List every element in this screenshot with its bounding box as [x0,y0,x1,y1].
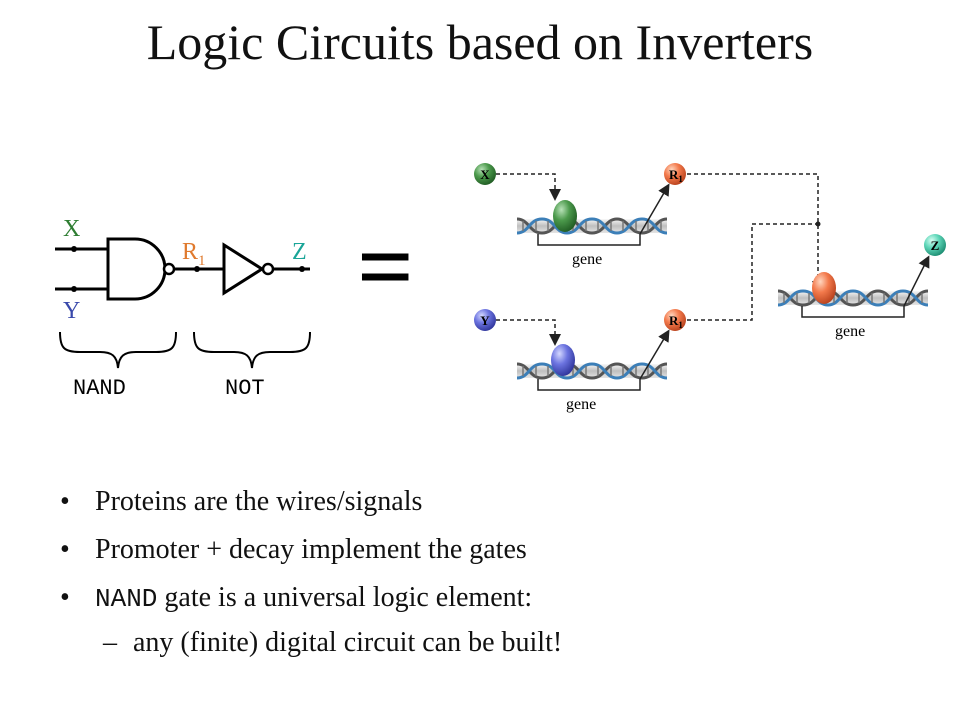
inverter-triangle [222,242,265,296]
label-z: Z [292,239,307,265]
z-node [299,266,305,272]
diagram-canvas: X Y R1 Z NAND NOT = gene X R1 [55,163,946,413]
sub-bullet-item: –any (finite) digital circuit can be bui… [60,626,940,666]
protein-z-label: Z [931,238,940,253]
r1-node [194,266,200,272]
sub-bullet-text: any (finite) digital circuit can be buil… [133,627,563,658]
y-promoter-blob [551,344,575,376]
x-node [71,246,77,252]
and-gate-body [106,237,167,301]
not-label: NOT [225,376,265,401]
gene-bracket-2 [537,379,641,391]
protein-z-icon [924,234,946,256]
protein-y-icon [474,309,496,331]
protein-r1-label-1: R1 [669,167,683,184]
bullet-item-3: • NAND gate is a universal logic element… [60,578,940,626]
logic-gate-schematic: X Y R1 Z NAND NOT [55,216,311,401]
bullet-item-2: • Promoter + decay implement the gates [60,530,940,578]
label-y: Y [63,298,80,324]
protein-r1-icon-2 [664,309,686,331]
not-brace [193,331,311,369]
nand-bubble [162,262,176,276]
y-node [71,286,77,292]
bullet-symbol: • [60,582,70,613]
bullet-symbol: • [60,534,70,565]
gene-label-2: gene [566,396,596,413]
x-promoter-blob [553,200,577,232]
gene-label-1: gene [572,251,602,268]
label-r1: R1 [182,239,206,269]
r1-production-arrow-1 [639,183,670,235]
r1-to-z-arrow-2 [687,223,818,321]
sub-bullet-dash: – [103,627,117,658]
protein-r1-label-2: R1 [669,313,683,330]
gene-label-3: gene [835,323,865,340]
x-binding-arrow [496,173,561,201]
bullet-item-1: • Proteins are the wires/signals [60,482,940,530]
gene-bracket-1 [537,234,641,246]
bullet-text-3-rest: gate is a universal logic element: [157,582,533,613]
y-binding-arrow [496,319,561,346]
nand-brace [59,331,177,369]
r1-promoter-blob [812,272,836,304]
bullet-list: • Proteins are the wires/signals • Promo… [60,482,940,666]
bullet-symbol: • [60,486,70,517]
nand-inline-mono: NAND [95,584,158,614]
bullet-text-2: Promoter + decay implement the gates [95,534,527,565]
slide-title: Logic Circuits based on Inverters [146,14,814,70]
bullet-text-3: NAND gate is a universal logic element: [95,578,532,619]
protein-y-label: Y [480,313,490,328]
gene-bracket-3 [801,306,905,318]
protein-x-icon [474,163,496,185]
protein-x-label: X [480,167,490,182]
nand-label: NAND [73,376,126,401]
junction-dot [815,221,821,227]
r1-to-z-arrow-1 [687,173,824,293]
equals-sign: = [357,211,414,322]
protein-r1-icon-1 [664,163,686,185]
label-x: X [63,216,80,242]
r1-production-arrow-2 [639,329,670,380]
inverter-bubble [261,262,275,276]
genetic-circuit: gene X R1 gene Y R1 gene [474,163,946,413]
z-production-arrow [903,255,930,307]
bullet-text-1: Proteins are the wires/signals [95,486,423,517]
